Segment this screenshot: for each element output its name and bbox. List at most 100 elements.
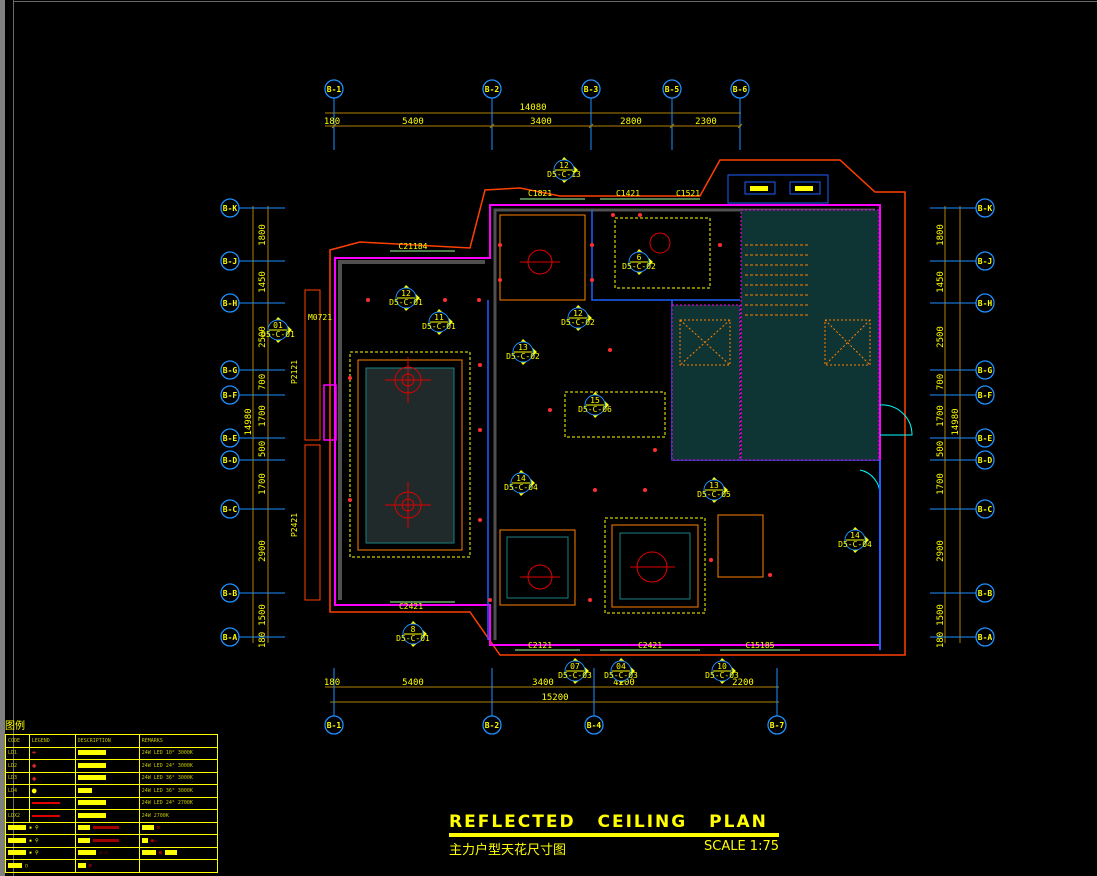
- section-markers: 12D5-C-1312D5-C-0111D5-C-0112D5-C-0213D5…: [261, 157, 872, 684]
- legend-remarks: 24W LED 24° 3000K: [138, 759, 219, 773]
- axis-label: B-6: [733, 85, 748, 94]
- legend-symbol-icon: [28, 809, 76, 823]
- marker-reference: D5-C-01: [422, 322, 456, 331]
- legend-description: [74, 759, 140, 773]
- dimension-value: 3400: [530, 117, 552, 127]
- section-marker[interactable]: 8D5-C-01: [396, 621, 430, 647]
- opening-label: C15185: [746, 641, 775, 650]
- marker-number: 6: [637, 253, 642, 262]
- axis-bubble: B-C: [220, 499, 240, 519]
- legend-description: [74, 809, 140, 823]
- legend-panel: 图例 CODE LEGEND DESCRIPTION REMARKS LD1 ⌖…: [5, 717, 219, 873]
- axis-label: B-F: [978, 391, 993, 400]
- legend-code: LDX2: [5, 809, 30, 823]
- axis-bubble: B-G: [220, 360, 240, 380]
- axis-bubble: B-5: [662, 79, 682, 99]
- axis-label: B-7: [770, 721, 785, 730]
- opening-label: C21184: [399, 242, 428, 251]
- axis-label: B-J: [978, 257, 992, 266]
- legend-symbol-icon: ◈: [28, 759, 76, 773]
- dimension-value: 4200: [613, 678, 635, 688]
- dimension-value: 1800: [936, 224, 946, 246]
- legend-code: LD1: [5, 746, 30, 760]
- dimension-value: 1800: [258, 224, 268, 246]
- dimension-value: 2800: [620, 117, 642, 127]
- axis-bubble: B-6: [730, 79, 750, 99]
- axis-label: B-1: [327, 85, 342, 94]
- axis-bubble: B-A: [220, 627, 240, 647]
- legend-symbol-row: ▪ ⚲ ◁ ○ ■: [5, 846, 219, 860]
- legend-table: CODE LEGEND DESCRIPTION REMARKS LD1 ⌖ 24…: [5, 734, 219, 873]
- marker-reference: D5-C-02: [561, 318, 595, 327]
- axis-label: B-B: [978, 589, 993, 598]
- dimension-value: 1450: [258, 271, 268, 293]
- marker-number: 07: [570, 662, 580, 671]
- marker-number: 13: [709, 481, 719, 490]
- legend-header-remarks: REMARKS: [138, 734, 219, 748]
- drawing-subtitle: 主力户型天花尺寸图: [449, 843, 567, 858]
- section-marker[interactable]: 6D5-C-02: [622, 249, 656, 275]
- dimension-value: 700: [258, 374, 268, 390]
- floor-plan-walls: [304, 159, 913, 656]
- dimension-value: 5400: [402, 678, 424, 688]
- axis-bubble: B-1: [324, 715, 344, 735]
- dimension-value: 1700: [258, 473, 268, 495]
- axis-bubble: B-E: [975, 428, 995, 448]
- marker-reference: D5-C-01: [396, 634, 430, 643]
- marker-reference: D5-C-03: [705, 671, 739, 680]
- marker-number: 11: [434, 313, 444, 322]
- axis-label: B-2: [485, 721, 500, 730]
- axis-bubble: B-7: [767, 715, 787, 735]
- opening-label: C2421: [638, 641, 662, 650]
- opening-label: C1821: [528, 189, 552, 198]
- legend-row: LD3 ◈ 24W LED 36° 3000K: [5, 771, 219, 785]
- opening-label: P2421: [290, 513, 299, 537]
- dimension-value: 180: [324, 117, 340, 127]
- axis-bubble: B-J: [220, 251, 240, 271]
- legend-header-code: CODE: [5, 734, 30, 748]
- axis-bubble: B-D: [220, 450, 240, 470]
- dimension-value: 180: [258, 632, 268, 648]
- legend-header-legend: LEGEND: [28, 734, 76, 748]
- dimension-value: 1700: [258, 405, 268, 427]
- legend-row: LD1 ⌖ 24W LED 10° 3000K: [5, 746, 219, 760]
- axis-bubble: B-2: [482, 715, 502, 735]
- marker-number: 01: [273, 321, 283, 330]
- dimension-value: 700: [936, 374, 946, 390]
- axis-label: B-3: [584, 85, 599, 94]
- drawing-title: REFLECTED CEILING PLAN: [449, 812, 768, 832]
- axis-label: B-E: [223, 434, 238, 443]
- axis-label: B-5: [665, 85, 680, 94]
- dimension-value: 1500: [936, 604, 946, 626]
- dimension-value: 2500: [936, 326, 946, 348]
- legend-remarks: 24W LED 36° 3000K: [138, 784, 219, 798]
- axis-bubble: B-G: [975, 360, 995, 380]
- legend-symbol-row: ○ ⊠: [5, 859, 219, 873]
- viewport-edge: [0, 0, 5, 876]
- marker-reference: D5-C-03: [558, 671, 592, 680]
- dimension-value: 180: [936, 632, 946, 648]
- dimension-value: 500: [936, 441, 946, 457]
- dimension-value: 2500: [258, 326, 268, 348]
- legend-row: 24W LED 24° 2700K: [5, 796, 219, 810]
- legend-row: LD4 ● 24W LED 36° 3000K: [5, 784, 219, 798]
- marker-number: 04: [616, 662, 626, 671]
- legend-code: [5, 796, 30, 810]
- viewport-border-left: [13, 0, 14, 876]
- marker-reference: D5-C-06: [578, 405, 612, 414]
- axis-bubble: B-H: [220, 293, 240, 313]
